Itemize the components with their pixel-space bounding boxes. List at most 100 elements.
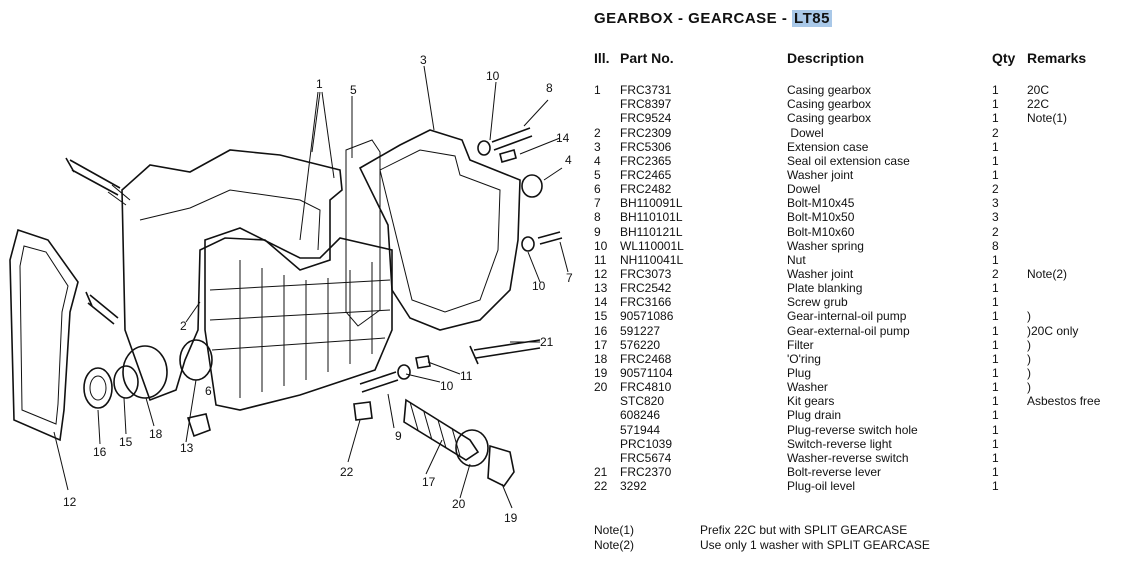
cell-description: Plate blanking — [787, 281, 863, 296]
header-remarks: Remarks — [1027, 50, 1087, 66]
cell-part-no: FRC2468 — [620, 351, 672, 366]
cell-part-no: 90571086 — [620, 309, 674, 324]
header-description: Description — [787, 50, 865, 66]
washer-joint-extension — [345, 139, 381, 327]
cell-part-no: FRC3731 — [620, 83, 672, 97]
cell-qty: 3 — [992, 210, 999, 225]
cell-description: Washer joint — [787, 167, 854, 182]
cell-description: Filter — [787, 337, 814, 352]
callout-9: 9 — [395, 429, 402, 443]
cell-remarks: 22C — [1027, 97, 1050, 112]
callout-11: 11 — [460, 369, 473, 383]
cell-ill: 5 — [594, 167, 601, 182]
callout-10a: 10 — [486, 69, 500, 83]
cell-remarks: ) — [1027, 351, 1031, 366]
cell-description: Plug — [787, 366, 812, 380]
callout-19: 19 — [504, 511, 518, 525]
cell-part-no: FRC2365 — [620, 153, 672, 168]
cell-qty: 1 — [992, 139, 999, 154]
extension-case — [358, 129, 521, 331]
cell-ill: 10 — [594, 238, 608, 253]
cell-part-no: 3292 — [620, 479, 647, 494]
plug-19 — [487, 444, 515, 488]
cell-part-no: BH110121L — [620, 224, 683, 239]
cell-part-no: FRC3166 — [620, 295, 672, 310]
cell-ill: 12 — [594, 267, 608, 281]
cell-remarks: ) — [1027, 366, 1031, 380]
cell-ill: 6 — [594, 182, 601, 197]
title-prefix: GEARBOX - GEARCASE - — [594, 10, 788, 27]
cell-qty: 1 — [992, 394, 999, 409]
cell-remarks: ) — [1027, 337, 1031, 352]
callout-8: 8 — [546, 81, 553, 95]
cell-description: Casing gearbox — [787, 111, 872, 126]
callout-3: 3 — [420, 53, 427, 67]
cell-ill: 17 — [594, 337, 608, 352]
washer-joint-gasket — [9, 228, 79, 442]
cell-ill: 9 — [594, 224, 601, 239]
cell-remarks: 20C — [1027, 83, 1050, 97]
cell-description: Bolt-reverse lever — [787, 465, 882, 480]
cell-part-no: PRC1039 — [620, 436, 673, 451]
title-model: LT85 — [792, 10, 832, 27]
cell-remarks: Note(2) — [1027, 267, 1068, 281]
cell-ill: 14 — [594, 295, 608, 310]
cell-description: Dowel — [787, 182, 821, 197]
callout-17: 17 — [422, 475, 436, 489]
note-2-label: Note(2) — [594, 538, 635, 552]
cell-part-no: BH110091L — [620, 196, 683, 211]
cell-description: Extension case — [787, 139, 869, 154]
cell-part-no: FRC2370 — [620, 465, 672, 480]
cell-description: Kit gears — [787, 394, 835, 409]
cell-part-no: FRC2309 — [620, 125, 672, 140]
cell-qty: 2 — [992, 125, 999, 140]
cell-description: Washer spring — [787, 238, 864, 253]
cell-ill: 16 — [594, 323, 608, 338]
callout-1: 1 — [316, 77, 323, 91]
seal-oil-4 — [521, 174, 543, 198]
cell-remarks: )20C only — [1027, 323, 1079, 338]
cell-qty: 3 — [992, 196, 999, 211]
cell-part-no: FRC2482 — [620, 182, 672, 197]
cell-qty: 1 — [992, 97, 999, 112]
cell-description: Nut — [787, 252, 806, 267]
cell-remarks: ) — [1027, 380, 1031, 395]
callout-22: 22 — [340, 465, 354, 479]
note-1-label: Note(1) — [594, 523, 635, 537]
cell-part-no: FRC2542 — [620, 281, 672, 296]
cell-description: Seal oil extension case — [787, 153, 910, 168]
cell-part-no: FRC4810 — [620, 380, 672, 395]
cell-description: Screw grub — [787, 295, 848, 310]
cell-qty: 1 — [992, 450, 999, 465]
cell-qty: 1 — [992, 380, 999, 395]
callout-13: 13 — [180, 441, 194, 455]
cell-part-no: BH110101L — [620, 210, 683, 225]
cell-qty: 1 — [992, 295, 999, 310]
cell-ill: 21 — [594, 465, 608, 480]
bolt-8 — [491, 127, 533, 151]
cell-ill: 20 — [594, 380, 608, 395]
cell-ill: 2 — [594, 125, 601, 140]
note-1-text: Prefix 22C but with SPLIT GEARCASE — [700, 523, 908, 537]
cell-qty: 1 — [992, 167, 999, 182]
cell-qty: 2 — [992, 267, 999, 281]
cell-part-no: FRC9524 — [620, 111, 672, 126]
cell-qty: 1 — [992, 323, 999, 338]
callout-10b: 10 — [532, 279, 546, 293]
washer-20 — [455, 429, 489, 467]
callout-16: 16 — [93, 445, 107, 459]
note-2-text: Use only 1 washer with SPLIT GEARCASE — [700, 538, 930, 552]
